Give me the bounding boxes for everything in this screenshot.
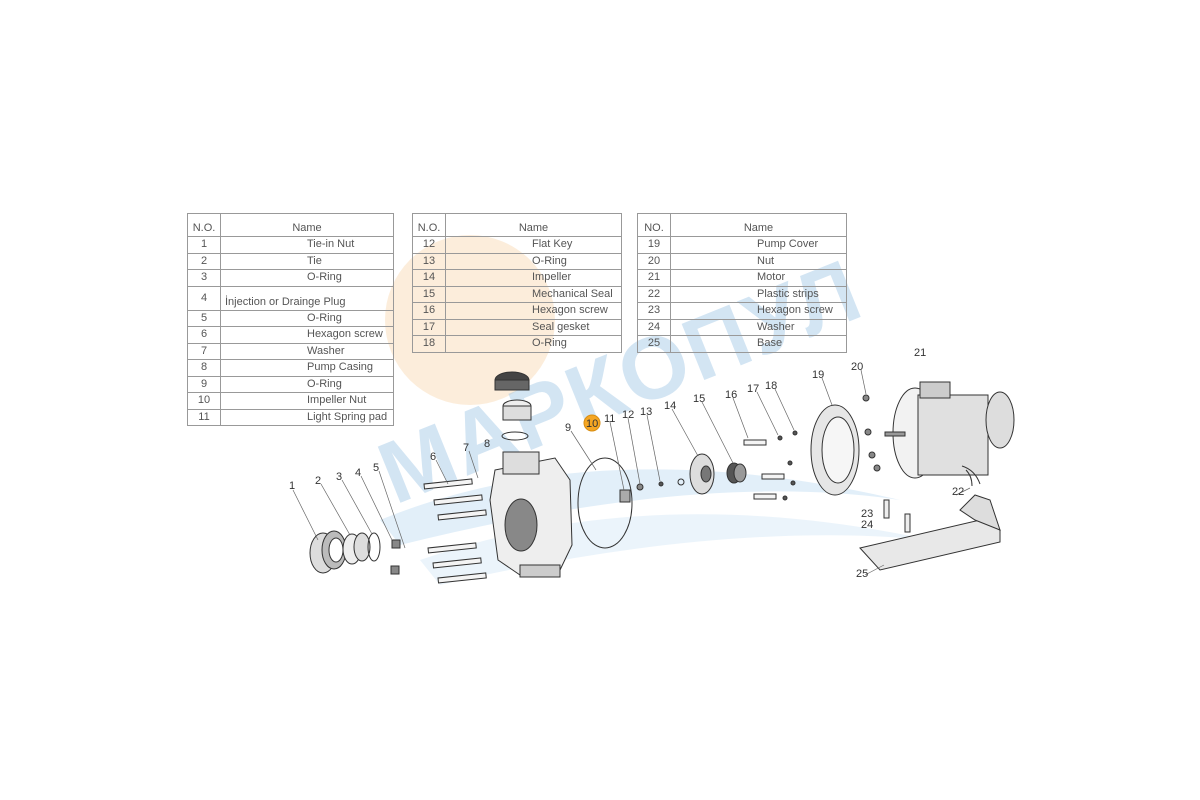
spring-pad <box>636 483 644 491</box>
seal-gaskets <box>777 430 798 501</box>
callout-17: 17 <box>747 383 759 395</box>
header-name: Name <box>220 213 394 237</box>
callout-23: 23 <box>861 508 873 520</box>
callout-15: 15 <box>693 393 705 405</box>
impeller <box>689 453 715 495</box>
callout-22: 22 <box>952 486 964 498</box>
tie-in-nut-left <box>309 530 347 574</box>
header-name: Name <box>445 213 622 237</box>
top-fittings <box>494 371 532 441</box>
part-name: Tie-in Nut <box>220 236 394 254</box>
part-no: 11 <box>187 408 221 426</box>
header-no: N.O. <box>187 213 221 237</box>
mechanical-seal <box>726 462 747 484</box>
part-name: O-Ring <box>220 269 394 287</box>
part-name: Mechanical Seal <box>445 285 622 303</box>
part-name: İnjection or Drainge Plug <box>220 285 394 311</box>
callout-11: 11 <box>604 413 615 425</box>
callout-21: 21 <box>914 347 926 359</box>
part-no: 14 <box>412 269 446 287</box>
callout-2: 2 <box>315 475 321 487</box>
callout-6: 6 <box>430 451 436 463</box>
part-name: O-Ring <box>220 309 394 327</box>
callout-1: 1 <box>289 480 295 492</box>
callout-20: 20 <box>851 361 863 373</box>
callout-3: 3 <box>336 471 342 483</box>
part-name: Light Spring pad <box>220 408 394 426</box>
hexagon-screws-casing <box>423 478 487 584</box>
impeller-nut <box>619 489 631 503</box>
drain-plug-2 <box>390 565 400 575</box>
callout-24: 24 <box>861 519 873 531</box>
pump-casing <box>489 451 573 578</box>
part-name: Hexagon screw <box>445 302 622 320</box>
part-no: 19 <box>637 236 671 254</box>
plastic-strips <box>961 465 981 487</box>
nuts <box>862 394 881 472</box>
drain-plug <box>391 539 401 549</box>
part-no: 21 <box>637 269 671 287</box>
part-name: Base <box>670 335 847 353</box>
callout-4: 4 <box>355 467 361 479</box>
part-name: Pump Casing <box>220 359 394 377</box>
header-name: Name <box>670 213 847 237</box>
o-ring-9 <box>577 457 633 549</box>
callout-10: 10 <box>586 418 598 430</box>
part-name: O-Ring <box>445 335 622 353</box>
callout-leaders <box>292 369 971 576</box>
motor <box>884 381 1015 479</box>
callout-16: 16 <box>725 389 737 401</box>
pump-cover <box>810 404 860 496</box>
callout-labels: 1 2 3 4 5 6 7 8 9 10 11 12 13 14 15 16 1… <box>289 347 964 580</box>
highlight-callout-10 <box>583 414 601 432</box>
header-no: N.O. <box>412 213 446 237</box>
callout-7: 7 <box>463 442 469 454</box>
base-screws <box>883 499 911 533</box>
callout-12: 12 <box>622 409 634 421</box>
tie-left <box>342 532 371 565</box>
callout-13: 13 <box>640 406 652 418</box>
callout-14: 14 <box>664 400 676 412</box>
callout-8: 8 <box>484 438 490 450</box>
callout-5: 5 <box>373 462 379 474</box>
hexagon-screws-cover <box>743 439 785 500</box>
o-ring-left <box>367 532 381 562</box>
callout-9: 9 <box>565 422 571 434</box>
part-no: 4 <box>187 285 221 311</box>
base <box>859 494 1001 571</box>
part-no: 13 <box>412 252 446 270</box>
header-no: NO. <box>637 213 671 237</box>
flat-key <box>658 481 664 487</box>
callout-18: 18 <box>765 380 777 392</box>
callout-25: 25 <box>856 568 868 580</box>
o-ring-13 <box>677 478 685 486</box>
part-no: 18 <box>412 335 446 353</box>
callout-19: 19 <box>812 369 824 381</box>
